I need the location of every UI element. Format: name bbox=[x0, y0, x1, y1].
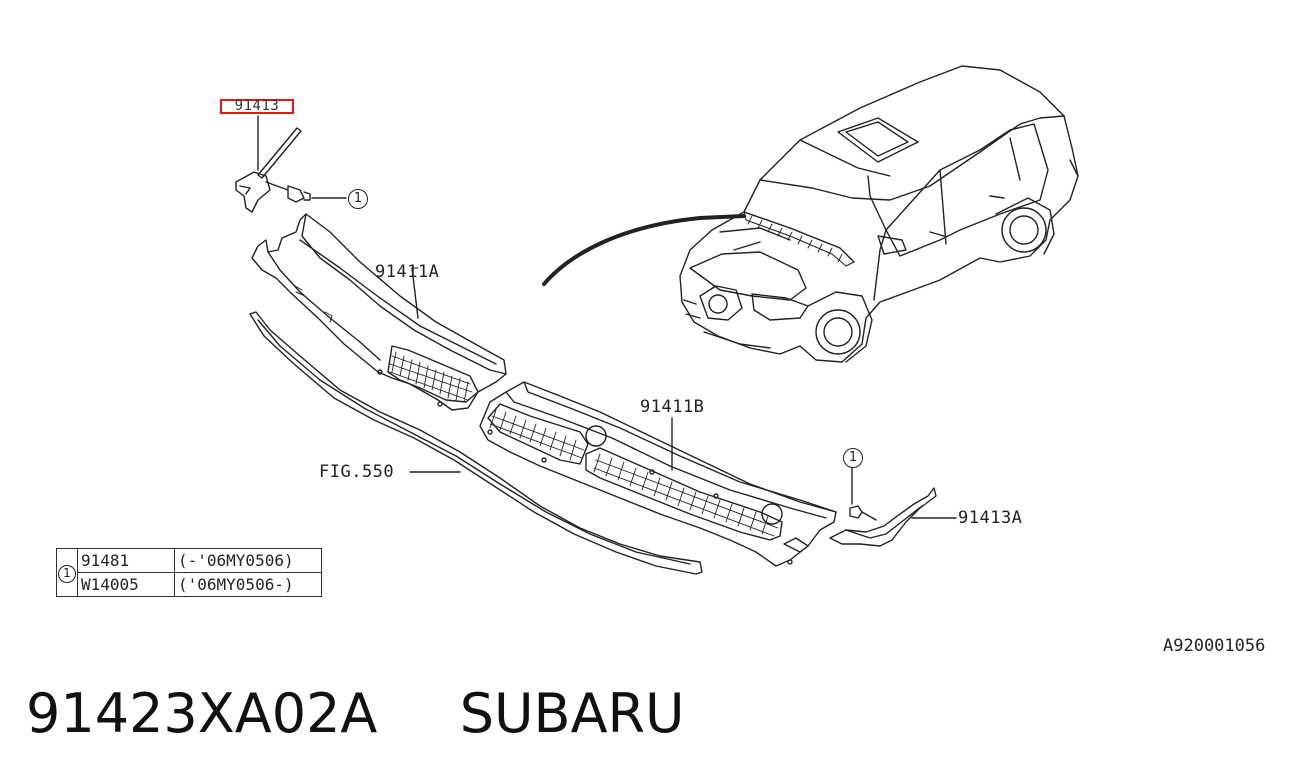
cowl-panel-91411a bbox=[251, 213, 507, 411]
legend-range-1: (-'06MY0506) bbox=[174, 548, 322, 573]
part-number: 91423XA02A bbox=[26, 682, 378, 745]
vehicle-illustration bbox=[679, 65, 1079, 363]
label-91411a[interactable]: 91411A bbox=[375, 262, 440, 282]
cowl-panel-91411b bbox=[479, 381, 837, 567]
legend-part-2[interactable]: W14005 bbox=[77, 572, 175, 597]
callout-circle-right: 1 bbox=[843, 448, 863, 468]
legend-range-2: ('06MY0506-) bbox=[174, 572, 322, 597]
weatherstrip-fig550 bbox=[249, 311, 703, 575]
legend-mark: 1 bbox=[56, 548, 78, 597]
label-91413a[interactable]: 91413A bbox=[958, 508, 1023, 528]
bracket-91413 bbox=[235, 115, 347, 213]
label-fig550[interactable]: FIG.550 bbox=[319, 462, 395, 482]
brand-name: SUBARU bbox=[459, 682, 685, 745]
label-91411b[interactable]: 91411B bbox=[640, 397, 705, 417]
legend-callout-circle: 1 bbox=[58, 565, 76, 583]
page-title: 91423XA02A SUBARU bbox=[26, 682, 685, 745]
diagram-code: A920001056 bbox=[1163, 636, 1266, 656]
highlighted-part-label[interactable]: 91413 bbox=[220, 99, 294, 114]
legend-table: 1 91481 (-'06MY0506) W14005 ('06MY0506-) bbox=[56, 548, 322, 597]
leader-arc bbox=[542, 214, 746, 286]
callout-circle-top: 1 bbox=[348, 189, 368, 209]
bracket-91413a bbox=[829, 465, 957, 547]
legend-part-1[interactable]: 91481 bbox=[77, 548, 175, 573]
